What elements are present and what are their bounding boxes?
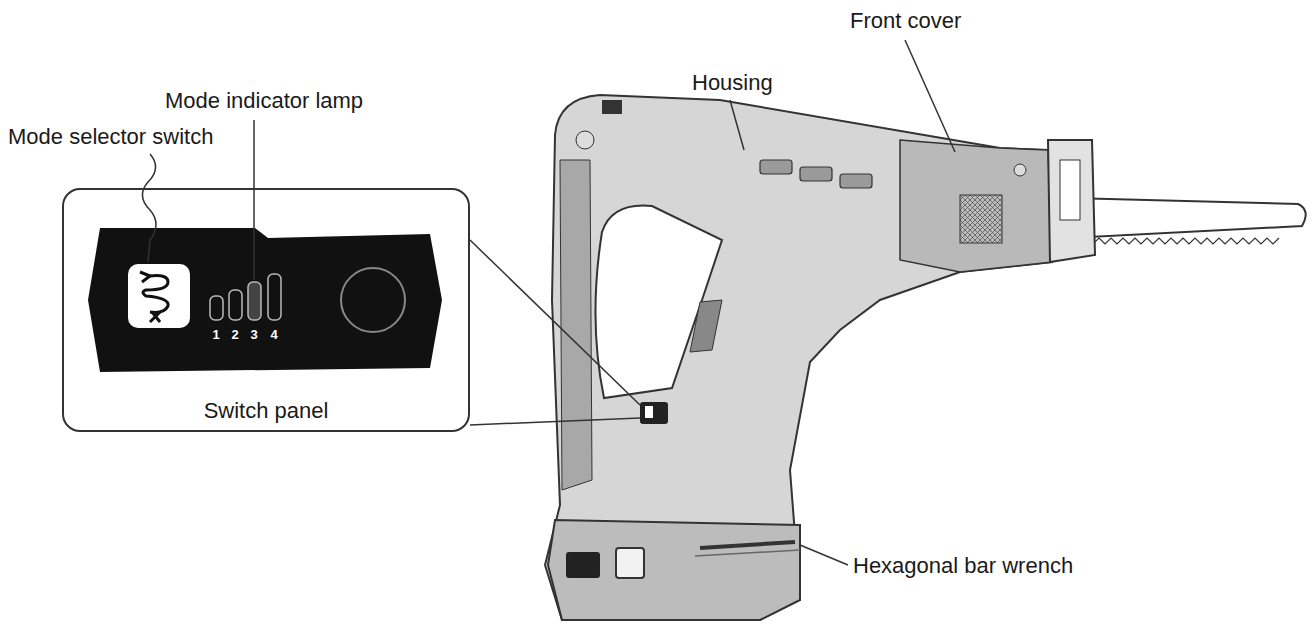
tool-switch-icon xyxy=(645,406,653,418)
battery-release xyxy=(616,548,644,578)
mode-number: 3 xyxy=(246,328,262,341)
panel-caption: Switch panel xyxy=(204,398,329,424)
housing-vents xyxy=(760,160,872,188)
part-label: Mode selector switch xyxy=(8,124,213,150)
tool-body xyxy=(545,95,1052,620)
switch-panel-plate xyxy=(88,228,442,372)
lock-lever xyxy=(602,100,622,114)
hex-wrench-slot xyxy=(695,550,800,556)
inset-line xyxy=(470,240,640,405)
part-label: Hexagonal bar wrench xyxy=(853,553,1073,579)
battery-badge xyxy=(566,552,600,578)
mode-indicator-lamps xyxy=(210,274,281,320)
shoe xyxy=(1048,140,1095,262)
handle-opening xyxy=(595,206,722,398)
mode-number: 1 xyxy=(208,328,224,341)
inset-line xyxy=(470,418,640,425)
part-label: Housing xyxy=(692,70,773,96)
part-label: Mode indicator lamp xyxy=(165,88,363,114)
leader-lines xyxy=(142,40,955,565)
grip-shade xyxy=(560,160,592,490)
part-label: Front cover xyxy=(850,8,961,34)
front-screw xyxy=(1014,164,1026,176)
saw-blade xyxy=(1070,198,1306,244)
hex-wrench xyxy=(700,542,795,548)
rear-button xyxy=(576,131,594,149)
panel-button xyxy=(341,268,405,332)
front-cover xyxy=(900,140,1052,272)
shoe-slot xyxy=(1060,160,1080,220)
front-grille xyxy=(960,195,1002,243)
battery xyxy=(548,520,800,620)
mode-spiral-icon xyxy=(140,272,168,322)
mode-number: 4 xyxy=(266,328,282,341)
tool-switch-panel xyxy=(640,402,668,424)
trigger xyxy=(690,300,722,352)
inset-ground xyxy=(62,188,470,432)
inset-callout-box: Switch panel xyxy=(62,188,470,432)
mode-selector-button xyxy=(128,264,190,328)
mode-number: 2 xyxy=(227,328,243,341)
